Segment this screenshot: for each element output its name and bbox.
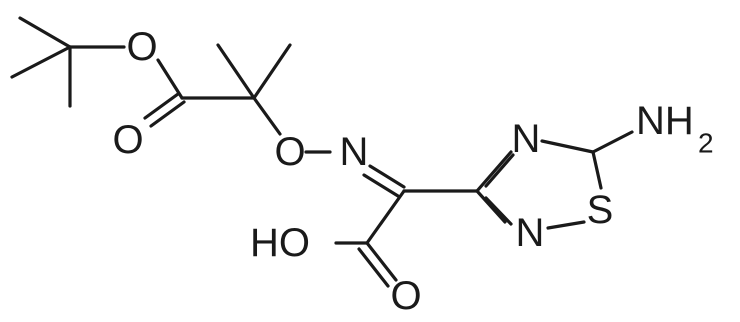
bond-central-acid-c bbox=[365, 189, 406, 245]
atom-carbonyl-o: O bbox=[112, 118, 143, 162]
atom-amine-subscript: 2 bbox=[698, 128, 714, 159]
bond-ring-n-upper-c5 bbox=[540, 139, 595, 154]
bond-cn-double-b bbox=[362, 173, 400, 198]
bond-c5-amine bbox=[591, 130, 634, 154]
atom-ring-n-lower: N bbox=[516, 211, 545, 255]
atom-ester-o: O bbox=[126, 25, 157, 69]
bond-ring-c5-s bbox=[591, 150, 603, 190]
bond-tbu-methyl-top bbox=[18, 16, 72, 49]
atom-ring-s: S bbox=[587, 188, 614, 232]
bond-quaternary-methyl-left bbox=[216, 43, 256, 100]
bond-tbu-methyl-left bbox=[10, 45, 72, 79]
bond-lines bbox=[10, 16, 634, 288]
atom-amine-nh: NH bbox=[636, 99, 694, 143]
bond-cn-double-a bbox=[368, 164, 406, 189]
bond-ring-c3-n-upper-inner bbox=[484, 153, 515, 188]
bond-carbonyl-double-b bbox=[149, 100, 186, 128]
atom-oxime-n: N bbox=[340, 130, 369, 174]
bond-acid-double-b bbox=[357, 247, 390, 288]
atom-acid-o: O bbox=[390, 274, 421, 318]
atom-hydroxyl: HO bbox=[250, 221, 310, 265]
bond-ring-n-lower-s bbox=[546, 220, 586, 230]
bond-quaternary-methyl-right bbox=[252, 43, 292, 100]
bond-ring-c3-n-lower bbox=[475, 189, 507, 224]
bond-carbonyl-double-a bbox=[143, 92, 180, 120]
bond-acid-double-a bbox=[365, 241, 398, 282]
bond-quaternary-oxime-o bbox=[252, 96, 282, 136]
atom-ring-n-upper: N bbox=[512, 117, 541, 161]
bond-ring-c3-n-lower-inner bbox=[484, 196, 513, 226]
atom-oxime-o: O bbox=[274, 130, 305, 174]
bond-ester-o-carbonyl-c bbox=[156, 58, 184, 100]
atom-labels: O O O N N S N NH 2 HO O bbox=[112, 25, 713, 318]
bond-ring-c3-n-upper bbox=[475, 150, 513, 193]
